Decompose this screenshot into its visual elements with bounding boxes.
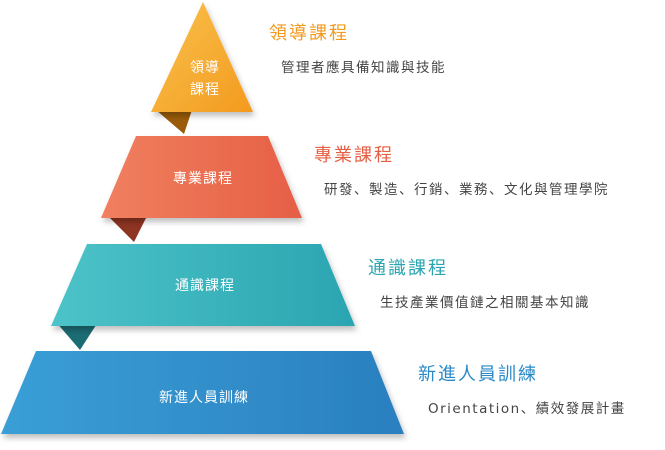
desc-leadership-title: 領導課程 — [269, 23, 349, 44]
desc-general-title: 通識課程 — [368, 258, 448, 279]
tier-leadership: 領導 課程 — [151, 2, 253, 134]
tier-leadership-shape — [151, 2, 253, 112]
tier-professional-fold — [106, 214, 148, 242]
tier-leadership-label-line-1: 領導 — [190, 59, 220, 76]
desc-general-text: 生技產業價值鏈之相關基本知識 — [380, 295, 590, 311]
tier-leadership-label-line-2: 課程 — [190, 82, 220, 98]
desc-leadership: 領導課程 管理者應具備知識與技能 — [269, 23, 446, 77]
tier-general-fold — [56, 322, 98, 350]
desc-new-employee-text: Orientation、績效發展計畫 — [428, 401, 626, 417]
tier-professional-label: 專業課程 — [173, 171, 233, 187]
tier-new-employee-shape — [1, 351, 404, 434]
desc-general: 通識課程 生技產業價值鏈之相關基本知識 — [368, 258, 590, 312]
tier-new-employee: 新進人員訓練 — [1, 351, 404, 434]
desc-professional: 專業課程 研發、製造、行銷、業務、文化與管理學院 — [314, 145, 609, 199]
tier-leadership-fold — [156, 110, 192, 134]
tier-general-shape — [51, 244, 355, 326]
desc-new-employee: 新進人員訓練 Orientation、績效發展計畫 — [418, 364, 626, 418]
tier-new-employee-label: 新進人員訓練 — [159, 390, 249, 406]
desc-new-employee-title: 新進人員訓練 — [418, 364, 538, 385]
tier-general-label: 通識課程 — [175, 278, 235, 294]
tier-professional-shape — [101, 136, 302, 218]
tier-general: 通識課程 — [51, 244, 355, 350]
tier-professional: 專業課程 — [101, 136, 302, 242]
desc-professional-title: 專業課程 — [314, 145, 394, 166]
desc-leadership-text: 管理者應具備知識與技能 — [281, 60, 446, 76]
desc-professional-text: 研發、製造、行銷、業務、文化與管理學院 — [324, 182, 609, 198]
